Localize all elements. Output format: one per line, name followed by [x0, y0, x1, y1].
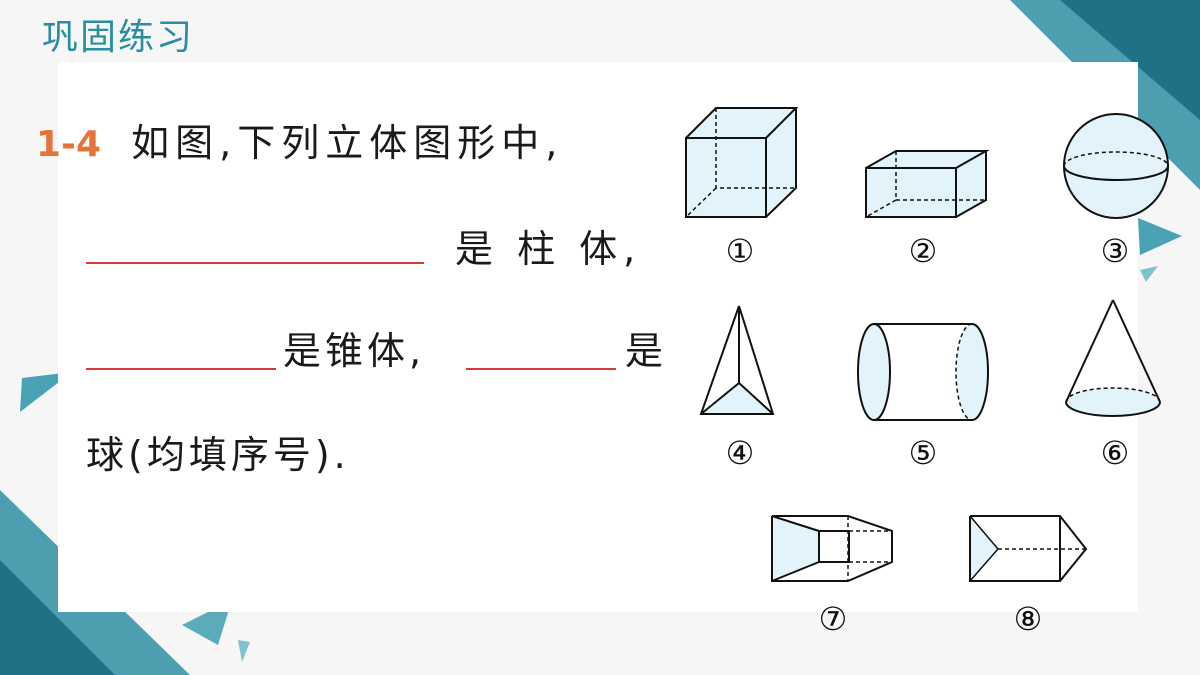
section-title: 巩固练习: [42, 17, 195, 58]
question-text-line3-suffix: 是: [625, 329, 664, 373]
figure-label-5: ⑤: [908, 434, 938, 472]
question-number: 1-4: [36, 124, 102, 165]
figure-label-7: ⑦: [818, 600, 848, 638]
answer-blank-sphere[interactable]: [466, 368, 616, 370]
answer-cover-1: [120, 186, 400, 256]
question-text-line4: 球(均填序号).: [86, 433, 350, 477]
answer-cover-3: [498, 290, 578, 366]
question-text-line2: 是 柱 体,: [455, 227, 642, 271]
figure-8-triangular-prism: [969, 515, 1088, 582]
figure-7-frustum: [771, 515, 893, 582]
question-line-1: 1-4 如图,下列立体图形中,: [36, 112, 563, 167]
figure-label-8: ⑧: [1013, 600, 1043, 638]
figure-6-cone: [1065, 299, 1161, 417]
answer-blank-prisms[interactable]: [86, 262, 424, 264]
figure-label-2: ②: [908, 232, 938, 270]
question-text-line1: 如图,下列立体图形中,: [131, 121, 564, 165]
answer-cover-2: [125, 292, 260, 367]
figure-label-3: ③: [1100, 232, 1130, 270]
question-text-line3-mid: 是锥体,: [283, 329, 426, 373]
figure-label-4: ④: [725, 434, 755, 472]
figure-label-1: ①: [725, 232, 755, 270]
answer-blank-cones[interactable]: [86, 368, 276, 370]
figure-4-pyramid: [699, 305, 775, 415]
figure-1-cube: [685, 107, 799, 218]
figure-5-cylinder: [857, 323, 989, 421]
figure-2-cuboid: [865, 150, 990, 218]
figure-label-6: ⑥: [1100, 434, 1130, 472]
figure-3-sphere: [1063, 113, 1169, 219]
